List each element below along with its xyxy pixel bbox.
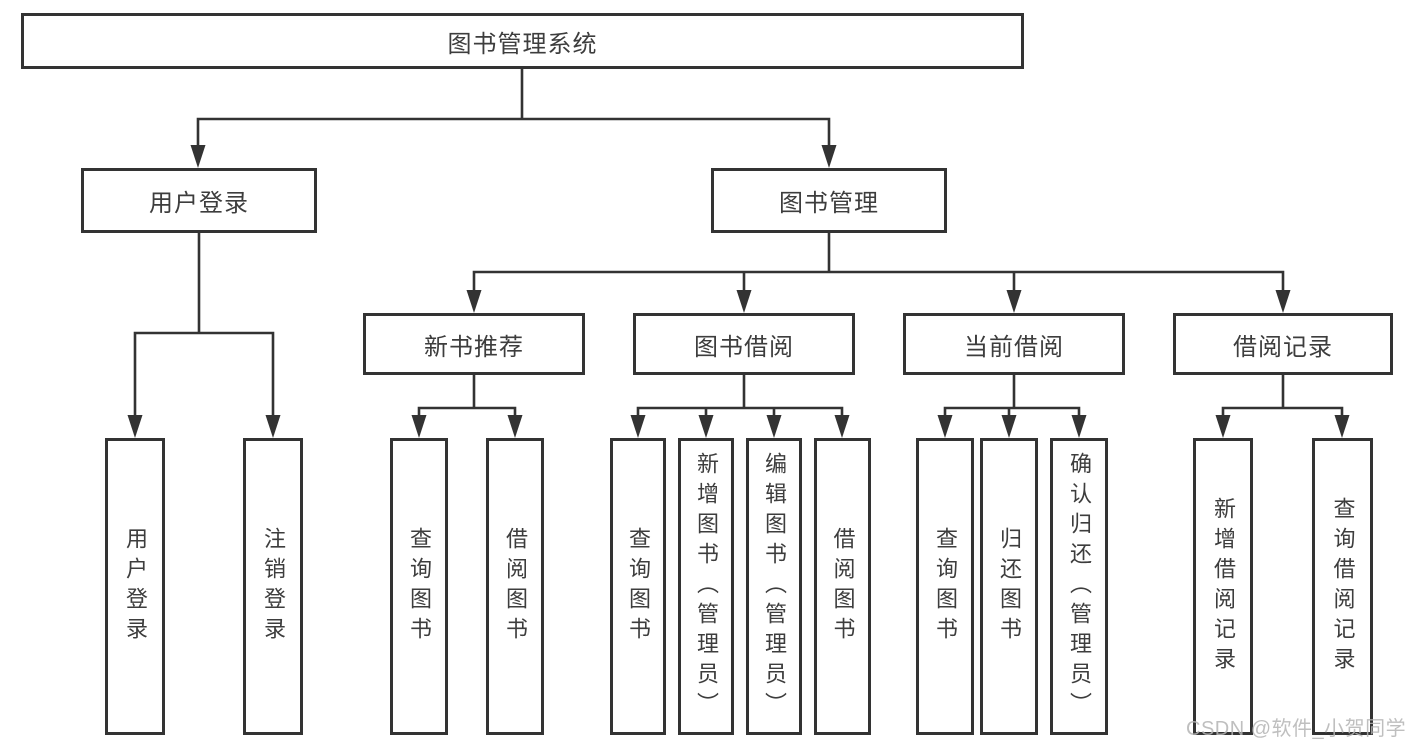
node-borrowing-records-label: 借阅记录 [1233, 333, 1333, 361]
leaf-query-books-recommend: 查询图书 [390, 438, 448, 735]
leaf-query-books-current: 查询图书 [916, 438, 974, 735]
leaf-add-book-admin-label: 新增图书（管理员） [694, 451, 719, 722]
node-library-management-system-label: 图书管理系统 [447, 30, 598, 58]
leaf-confirm-return-admin: 确认归还（管理员） [1050, 438, 1108, 735]
leaf-borrow-books-borrowing-label: 借阅图书 [830, 526, 856, 647]
leaf-user-login: 用户登录 [105, 438, 165, 735]
leaf-query-borrow-record: 查询借阅记录 [1312, 438, 1373, 735]
node-user-login-label: 用户登录 [149, 190, 249, 217]
leaf-user-login-label: 用户登录 [123, 526, 148, 647]
node-new-book-recommend-label: 新书推荐 [424, 333, 524, 361]
leaf-borrow-books-recommend: 借阅图书 [486, 438, 544, 735]
leaf-logout-label: 注销登录 [261, 526, 286, 647]
node-book-borrowing: 图书借阅 [633, 313, 855, 375]
node-book-management: 图书管理 [711, 168, 947, 233]
node-current-borrowing: 当前借阅 [903, 313, 1125, 375]
leaf-add-book-admin: 新增图书（管理员） [678, 438, 734, 735]
watermark: CSDN @软件_小贺同学 [1186, 718, 1405, 740]
leaf-query-books-current-label: 查询图书 [933, 526, 958, 647]
node-library-management-system: 图书管理系统 [21, 13, 1024, 69]
node-current-borrowing-label: 当前借阅 [964, 333, 1064, 361]
node-new-book-recommend: 新书推荐 [363, 313, 585, 375]
leaf-confirm-return-admin-label: 确认归还（管理员） [1067, 451, 1092, 722]
node-book-management-label: 图书管理 [779, 190, 879, 217]
leaf-query-borrow-record-label: 查询借阅记录 [1330, 496, 1356, 677]
node-book-borrowing-label: 图书借阅 [694, 333, 794, 361]
leaf-add-borrow-record: 新增借阅记录 [1193, 438, 1253, 735]
leaf-return-book-label: 归还图书 [997, 526, 1022, 647]
node-borrowing-records: 借阅记录 [1173, 313, 1393, 375]
leaf-query-books-borrowing-label: 查询图书 [626, 526, 651, 647]
leaf-logout: 注销登录 [243, 438, 303, 735]
leaf-add-borrow-record-label: 新增借阅记录 [1211, 496, 1236, 677]
leaf-edit-book-admin-label: 编辑图书（管理员） [762, 451, 787, 722]
leaf-borrow-books-borrowing: 借阅图书 [814, 438, 871, 735]
node-user-login: 用户登录 [81, 168, 317, 233]
leaf-query-books-borrowing: 查询图书 [610, 438, 666, 735]
leaf-edit-book-admin: 编辑图书（管理员） [746, 438, 802, 735]
leaf-return-book: 归还图书 [980, 438, 1038, 735]
leaf-query-books-recommend-label: 查询图书 [407, 526, 432, 647]
leaf-borrow-books-recommend-label: 借阅图书 [503, 526, 528, 647]
